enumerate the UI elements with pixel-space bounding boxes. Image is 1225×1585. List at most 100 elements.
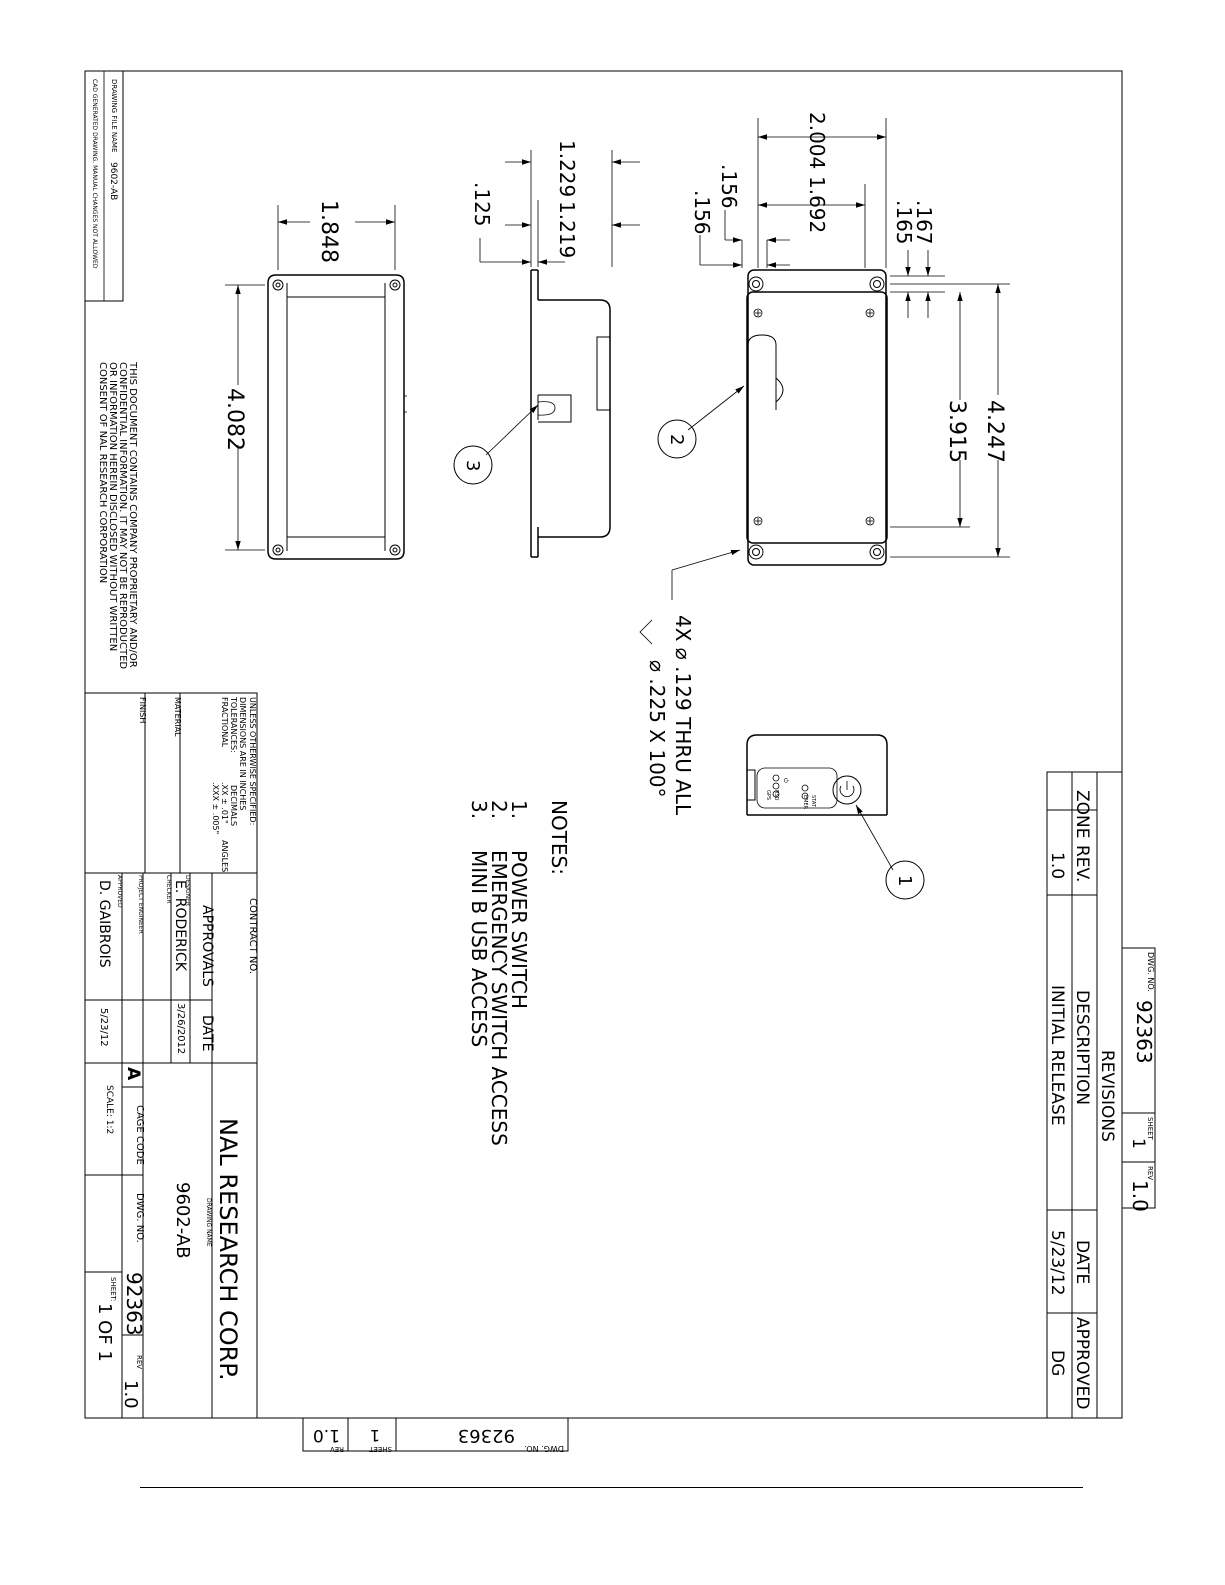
dim-width-overall: 2.004 bbox=[805, 112, 829, 169]
screw-icon bbox=[865, 516, 875, 526]
panel-label-rsd: RSD bbox=[773, 790, 779, 801]
drawing-name: 9602-AB bbox=[172, 1182, 193, 1259]
dim-hole-offset-x: .156 bbox=[717, 164, 741, 209]
rev-cell-rev: 1.0 bbox=[1047, 852, 1067, 879]
file-name-label: DRAWING FILE NAME bbox=[110, 79, 118, 152]
svg-text:DIMENSIONS ARE IN INCHES: DIMENSIONS ARE IN INCHES bbox=[238, 697, 247, 810]
dim-flange-thickness: .125 bbox=[470, 182, 494, 227]
sheet-label: SHEET: bbox=[109, 1277, 117, 1301]
mounting-hole bbox=[869, 276, 885, 292]
svg-text:ANGLES: ANGLES bbox=[220, 840, 229, 872]
svg-text:DECIMALS: DECIMALS bbox=[229, 785, 238, 826]
cad-note: CAD GENERATED DRAWING. MANUAL CHANGES NO… bbox=[91, 79, 98, 269]
note-number: 2. bbox=[487, 800, 511, 819]
finish-label: FINISH bbox=[138, 697, 147, 723]
designer-name: E. RODERICK bbox=[172, 880, 188, 972]
balloon-1: 1 bbox=[855, 804, 925, 900]
material-label: MATERIAL bbox=[173, 697, 182, 737]
mirror-rev: 1.0 bbox=[313, 1425, 340, 1445]
footer-rule bbox=[140, 1487, 1083, 1488]
hole-callout-line2: ⌀ .225 X 100° bbox=[645, 660, 669, 798]
led-indicator bbox=[772, 774, 780, 798]
note-text: POWER SWITCH bbox=[507, 850, 531, 1009]
svg-text:THIS DOCUMENT CONTAINS COMPANY: THIS DOCUMENT CONTAINS COMPANY PROPRIETA… bbox=[127, 361, 138, 668]
bottom-view-dimensions: 1.848 4.082 bbox=[222, 200, 396, 551]
hole-callout: 4X ⌀ .129 THRU ALL ⌀ .225 X 100° bbox=[639, 549, 741, 816]
mirror-sheet-label: SHEET bbox=[368, 1445, 392, 1453]
notes: NOTES: 1. POWER SWITCH 2. EMERGENCY SWIT… bbox=[467, 800, 571, 1146]
scale: SCALE: 1:2 bbox=[104, 1085, 114, 1134]
mounting-hole bbox=[389, 279, 401, 291]
rev-header-zone: ZONE bbox=[1072, 790, 1092, 839]
designer-label: DESIGNER bbox=[184, 875, 191, 906]
mounting-hole bbox=[272, 544, 284, 556]
corner-dwg-no: 92363 bbox=[1132, 1000, 1156, 1064]
mounting-hole bbox=[389, 544, 401, 556]
side-view-dimensions: 1.229 1.219 .125 bbox=[470, 140, 640, 267]
svg-text:TOLERANCES:: TOLERANCES: bbox=[229, 696, 238, 753]
dwg-no-label: DWG. NO. bbox=[134, 1193, 145, 1243]
panel-label-power: ⏻ bbox=[782, 778, 789, 783]
drawing-name-label: DRAWING NAME bbox=[205, 1198, 212, 1247]
approvals-date-label: DATE bbox=[199, 1015, 215, 1051]
mirror-sheet: 1 bbox=[370, 1426, 380, 1445]
dim-bottom-length: 4.082 bbox=[222, 388, 247, 451]
dim-width-inner: 1.692 bbox=[805, 176, 829, 233]
side-view bbox=[530, 269, 611, 558]
dim-bottom-width: 1.848 bbox=[316, 200, 341, 263]
screw-icon bbox=[865, 308, 875, 318]
svg-text:.XX ± .01": .XX ± .01" bbox=[220, 782, 229, 824]
screw-icon bbox=[753, 516, 763, 526]
mounting-hole bbox=[869, 544, 885, 560]
file-name-block: DRAWING FILE NAME 9602-AB CAD GENERATED … bbox=[84, 70, 124, 302]
rev-header-date: DATE bbox=[1072, 1240, 1092, 1284]
corner-rev: 1.0 bbox=[1128, 1180, 1152, 1212]
screw-icon bbox=[753, 308, 763, 318]
dim-length-inner: 3.915 bbox=[944, 400, 969, 463]
panel-label-gps: GPS bbox=[765, 790, 771, 800]
svg-text:OR INFORMATION HEREIN DISCLOSE: OR INFORMATION HEREIN DISCLOSED WITHOUT … bbox=[107, 362, 118, 651]
file-name: 9602-AB bbox=[108, 162, 118, 200]
svg-text:FRACTIONAL: FRACTIONAL bbox=[220, 697, 229, 748]
balloon-2: 2 bbox=[657, 385, 745, 459]
rev-label: REV bbox=[135, 1355, 143, 1369]
led-indicator bbox=[801, 784, 809, 800]
corner-block: DWG. NO. 92363 SHEET 1 REV 1.0 bbox=[1121, 947, 1156, 1212]
approvals-label: APPROVALS bbox=[199, 905, 215, 987]
rev-value: 1.0 bbox=[120, 1380, 141, 1409]
proprietary-notice: THIS DOCUMENT CONTAINS COMPANY PROPRIETA… bbox=[97, 361, 138, 669]
dwg-no: 92363 bbox=[122, 1272, 146, 1336]
checker-label: CHECKER bbox=[165, 875, 172, 904]
panel-label-emer: EMER bbox=[802, 795, 808, 810]
hole-callout-line1: 4X ⌀ .129 THRU ALL bbox=[671, 615, 695, 816]
dim-hole-offset-x-2: .156 bbox=[690, 190, 714, 235]
svg-text:3: 3 bbox=[462, 460, 483, 471]
power-button-icon bbox=[832, 775, 862, 805]
rev-header-rev: REV. bbox=[1072, 845, 1092, 882]
rev-cell-description: INITIAL RELEASE bbox=[1047, 985, 1067, 1126]
rev-header-approved: APPROVED bbox=[1072, 1317, 1092, 1410]
mirror-rev-label: REV bbox=[330, 1445, 344, 1453]
note-text: MINI B USB ACCESS bbox=[467, 850, 491, 1047]
dim-height-overall: 1.229 bbox=[555, 140, 579, 197]
mounting-hole bbox=[272, 279, 284, 291]
dim-height-body: 1.219 bbox=[555, 201, 579, 258]
end-view: ⏻ RSD GPS STAT EMER bbox=[746, 734, 888, 816]
svg-text:CONFIDENTIAL INFORMATION. IT M: CONFIDENTIAL INFORMATION. IT MAY NOT BE … bbox=[117, 362, 128, 669]
bottom-view bbox=[267, 274, 407, 560]
mirror-dwg-no-label: DWG. NO. bbox=[524, 1444, 564, 1453]
dim-hole-offset-y-2: .165 bbox=[892, 200, 916, 245]
mounting-hole bbox=[748, 544, 764, 560]
svg-text:UNLESS OTHERWISE SPECIFIED:: UNLESS OTHERWISE SPECIFIED: bbox=[248, 697, 257, 825]
cage-code-label: CAGE CODE bbox=[134, 1105, 145, 1165]
top-view-dimensions: 2.004 1.692 .156 .156 .167 .165 4.247 bbox=[690, 112, 1010, 558]
svg-text:1: 1 bbox=[894, 875, 915, 886]
company-name: NAL RESEARCH CORP. bbox=[214, 1118, 242, 1381]
corner-block-mirror: DWG. NO. 92363 SHEET 1 REV 1.0 bbox=[302, 1417, 569, 1453]
approved-date: 5/23/12 bbox=[98, 1008, 109, 1047]
approved-by: D. GAIBROIS bbox=[96, 880, 112, 968]
svg-text:.XXX ± .005": .XXX ± .005" bbox=[211, 782, 220, 834]
project-engineer-label: PROJECT ENGINEER bbox=[137, 875, 144, 934]
mirror-dwg-no: 92363 bbox=[458, 1425, 515, 1446]
